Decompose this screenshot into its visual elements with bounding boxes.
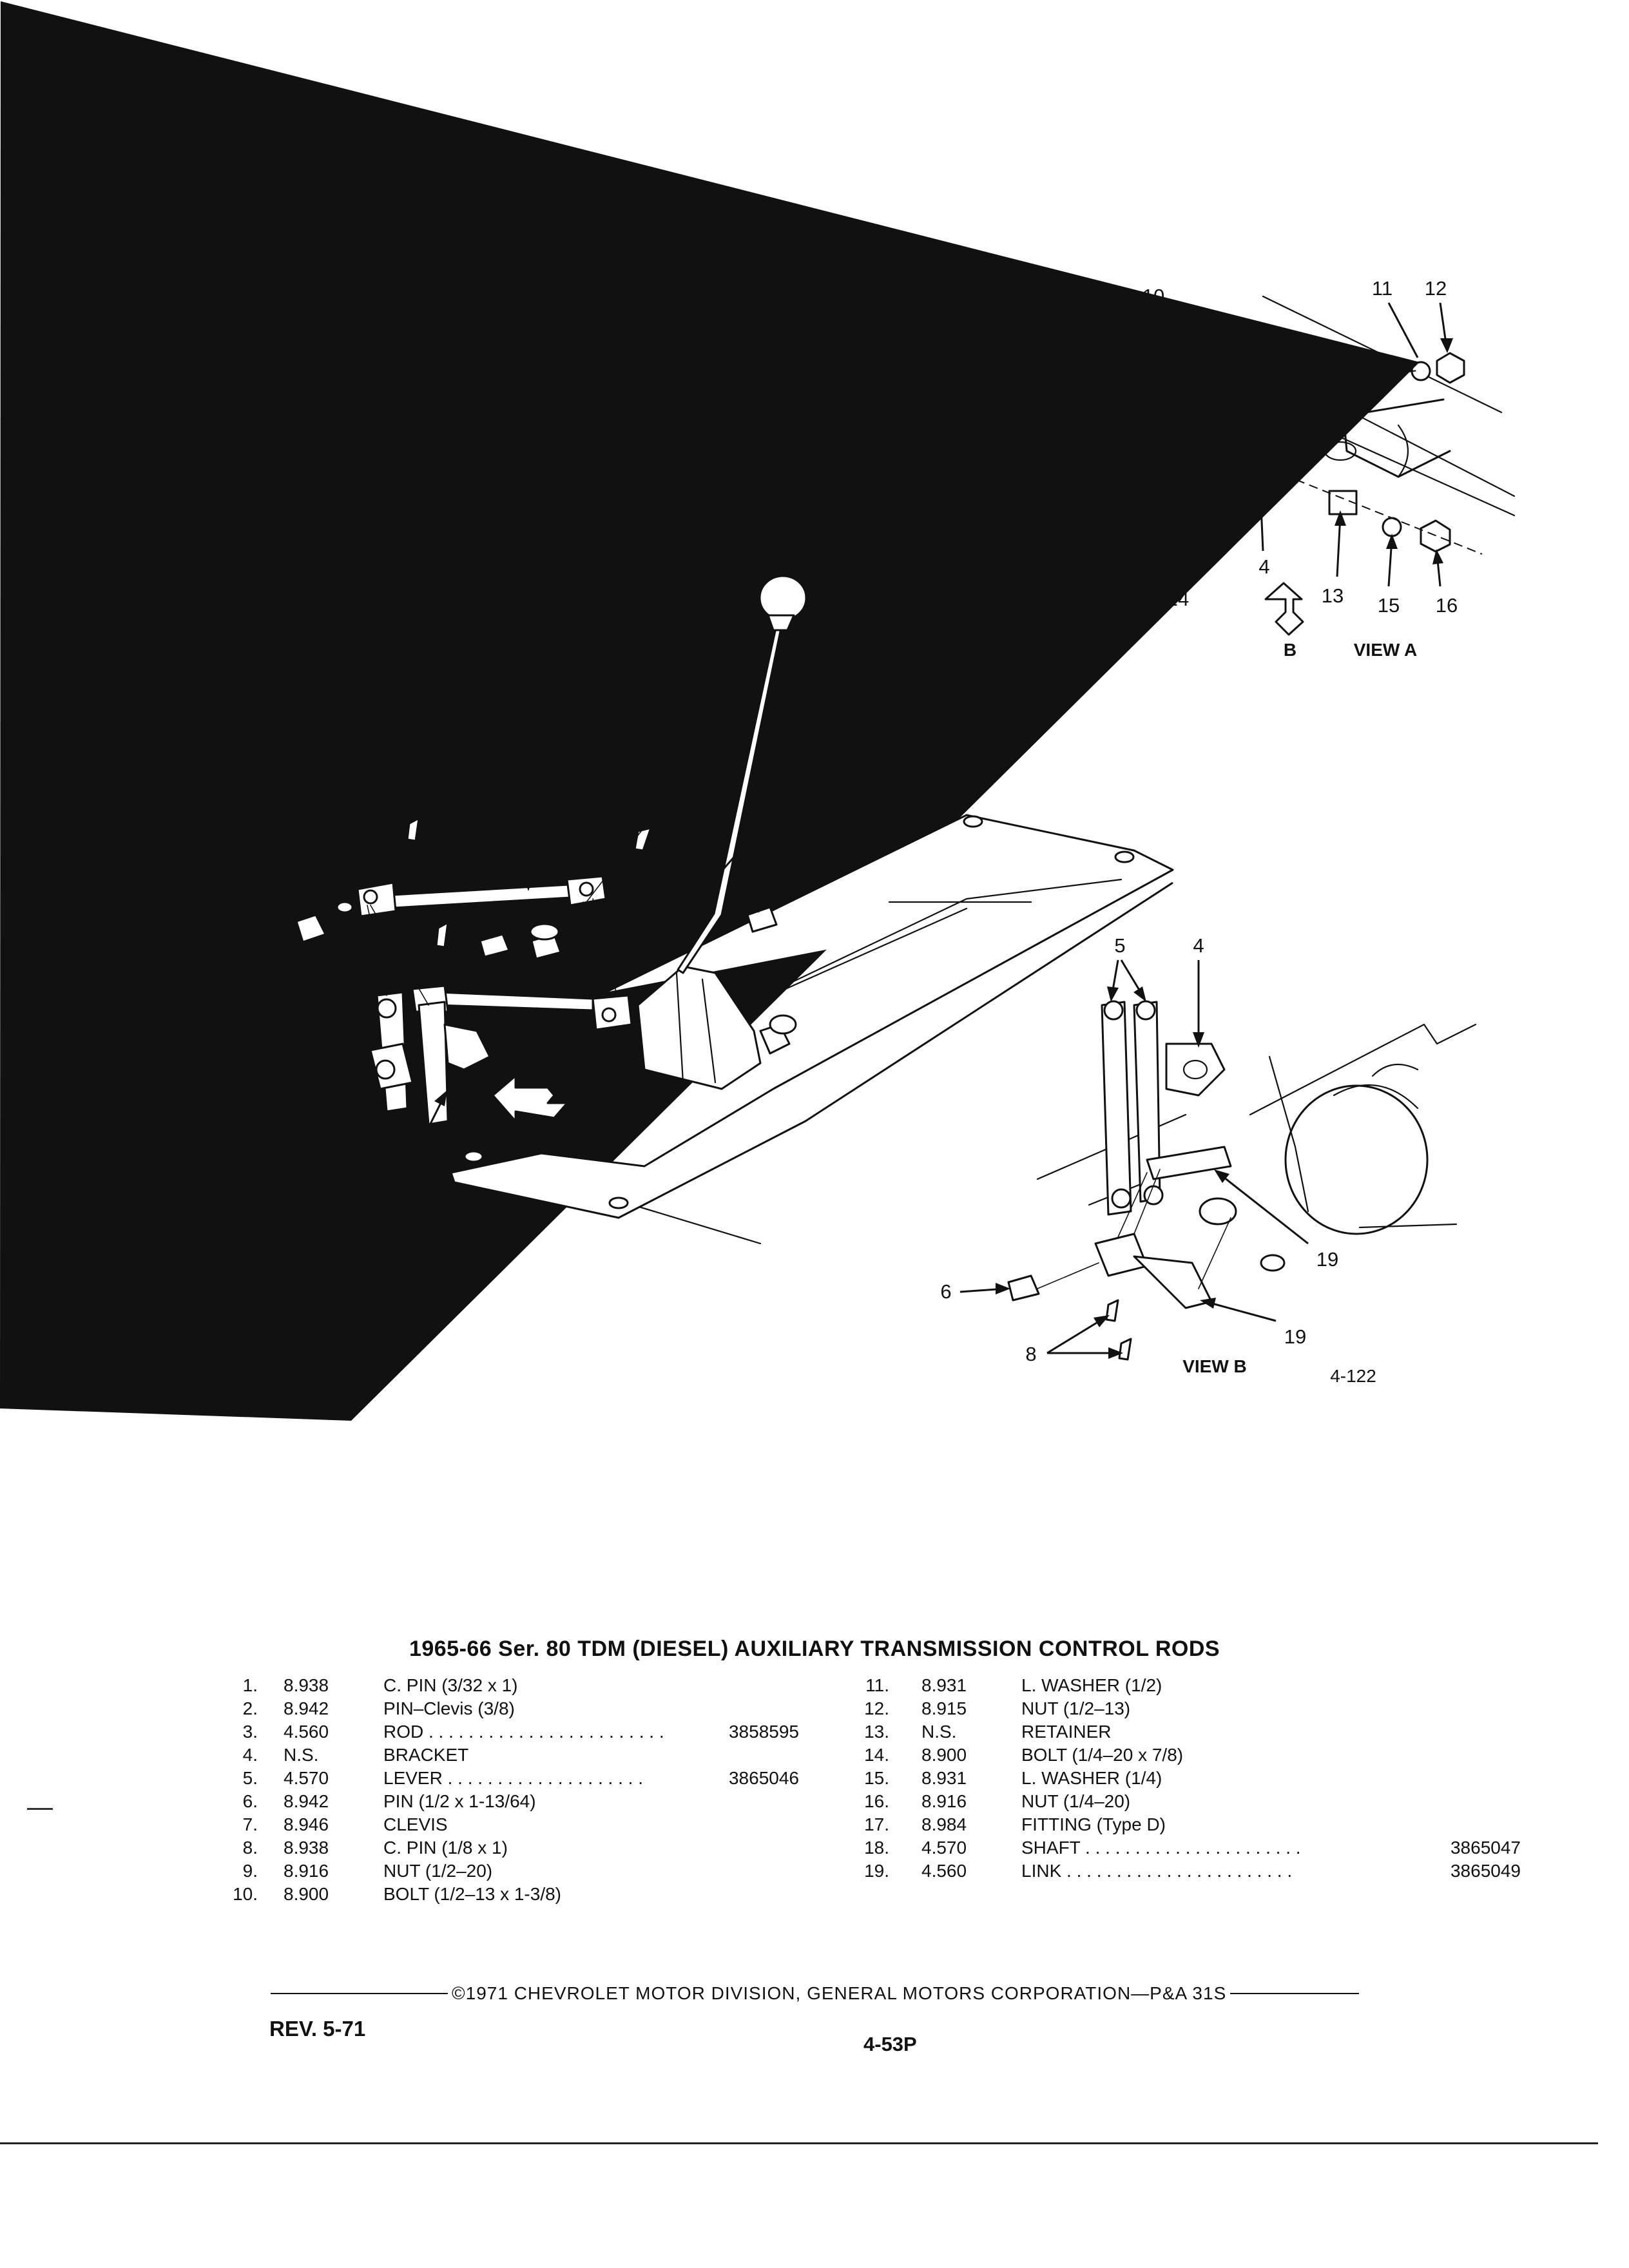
- list-item: 4.N.S.BRACKET: [242, 1745, 469, 1765]
- callout-19: 19: [1316, 1248, 1338, 1271]
- page-number: 4-53P: [863, 2033, 917, 2055]
- arrow-b-letter: B: [1284, 640, 1296, 660]
- callout-14: 14: [1167, 588, 1189, 610]
- callout-19: 19: [1284, 1325, 1306, 1348]
- figure-number: 4-122: [1330, 1366, 1376, 1386]
- callout-8: 8: [405, 774, 416, 797]
- page-title: 1965-66 Ser. 80 TDM (DIESEL) AUXILIARY T…: [409, 1637, 1220, 1661]
- rule-left: [271, 1993, 448, 1994]
- callout-18: 18: [927, 317, 949, 340]
- callout-6: 6: [940, 1280, 951, 1303]
- callout-11: 11: [1372, 277, 1393, 300]
- callout-16: 16: [1436, 594, 1458, 617]
- callout-10: 10: [1142, 285, 1164, 307]
- callout-5: 5: [1059, 610, 1070, 633]
- callout-1: 1: [771, 784, 782, 807]
- copyright-text: ©1971 CHEVROLET MOTOR DIVISION, GENERAL …: [452, 1983, 1227, 2003]
- callout-2: 2: [775, 839, 786, 861]
- margin-mark: [27, 1808, 53, 1810]
- bottom-divider: [0, 2142, 1598, 2144]
- callout-17: 17: [930, 375, 952, 398]
- callout-4: 4: [1258, 555, 1269, 578]
- view-b-label: VIEW B: [1182, 1356, 1247, 1376]
- callout-3: 3: [401, 1161, 412, 1184]
- copyright-line: ©1971 CHEVROLET MOTOR DIVISION, GENERAL …: [271, 1983, 1508, 2004]
- callout-5: 5: [1114, 934, 1125, 957]
- revision-label: REV. 5-71: [269, 2017, 366, 2041]
- callout-4: 4: [358, 1161, 369, 1184]
- callout-7: 7: [347, 774, 358, 797]
- callout-12: 12: [1425, 277, 1447, 300]
- main-view-drawing: 6 7 8 9 3 1 2 5 4 3 A: [269, 575, 1174, 1245]
- callout-4: 4: [1193, 934, 1204, 957]
- list-item: 13.N.S.RETAINER: [864, 1722, 1112, 1742]
- callout-3: 3: [526, 774, 537, 797]
- rule-right: [1230, 1993, 1360, 1994]
- callout-15: 15: [1378, 594, 1400, 617]
- callout-6: 6: [304, 774, 314, 797]
- view-a-drawing: 10 11 12 18 17 5 14 4 13 15 16 B VIEW A: [0, 1, 1516, 1421]
- view-a-label: VIEW A: [1354, 640, 1418, 660]
- arrow-a-letter: A: [577, 1091, 590, 1111]
- callout-8: 8: [1025, 1343, 1036, 1365]
- callout-13: 13: [1322, 584, 1344, 607]
- callout-9: 9: [457, 774, 468, 797]
- callout-5: 5: [297, 1001, 308, 1024]
- view-b-drawing: 5 4 19 6 19 8 VIEW B 4-122: [940, 934, 1477, 1386]
